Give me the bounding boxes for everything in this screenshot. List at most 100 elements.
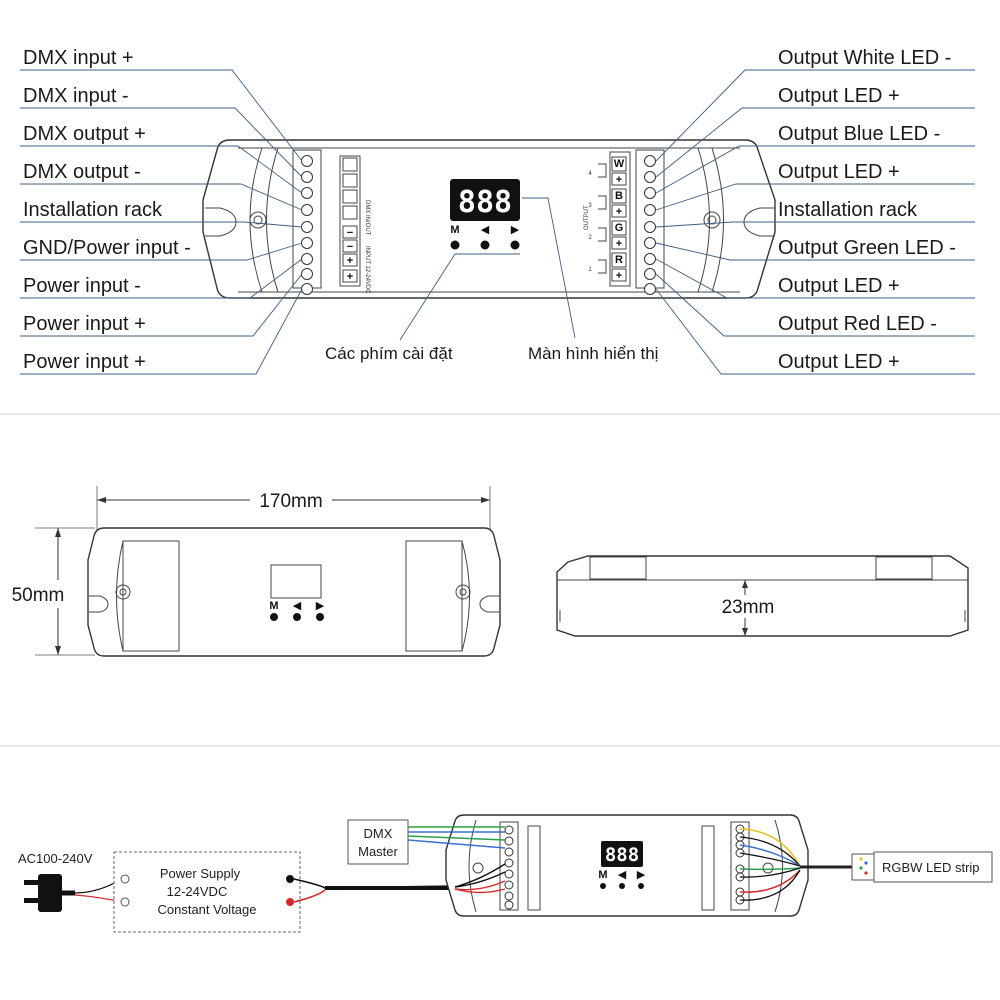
wiring-right-terminals xyxy=(735,824,745,905)
dmx-master-box: DMX Master xyxy=(347,819,409,865)
output-channel-number: 1 xyxy=(588,267,592,273)
wiring-left-terminal-hole xyxy=(504,880,514,890)
front-view-buttons: M ◀ ▶ xyxy=(269,600,325,621)
wiring-left-terminal-hole xyxy=(504,858,514,868)
output-channel-number: 4 xyxy=(588,171,592,177)
left-label-5: GND/Power input - xyxy=(23,237,191,259)
caption-setting-keys: Các phím cài đặt xyxy=(325,344,453,363)
left-terminal-hole xyxy=(301,283,313,295)
power-terminal-sign: − xyxy=(347,227,353,239)
wiring-left-terminal-hole xyxy=(504,825,514,835)
right-terminal-hole xyxy=(644,237,656,249)
left-label-1: DMX input - xyxy=(23,85,129,107)
output-channel-letter: R xyxy=(615,254,623,266)
output-led-bracket xyxy=(598,163,607,178)
power-supply-box: Power Supply 12-24VDC Constant Voltage xyxy=(113,851,301,933)
depth-dimension-label: 23mm xyxy=(722,597,775,618)
input-terminal-label: INPUT 12-24VDC xyxy=(364,246,370,294)
right-terminal-hole xyxy=(644,155,656,167)
output-terminal-slot xyxy=(611,268,627,282)
left-label-7: Power input + xyxy=(23,313,146,335)
power-terminal-slot xyxy=(342,239,358,253)
right-label-6: Output LED + xyxy=(778,275,900,297)
right-terminal-hole xyxy=(644,268,656,280)
power-terminal-sign: − xyxy=(347,241,353,253)
output-led-bracket xyxy=(598,227,607,242)
setting-button-1[interactable] xyxy=(480,240,490,250)
button-label-0: M xyxy=(450,224,459,236)
output-plus-sign: + xyxy=(616,238,622,250)
right-leader xyxy=(655,107,975,178)
button-label-0: M xyxy=(269,600,278,612)
right-label-1: Output LED + xyxy=(778,85,900,107)
display-digits: 888 xyxy=(458,185,512,220)
setting-button-2[interactable] xyxy=(638,883,644,889)
right-terminal-circles xyxy=(644,155,656,295)
dmx-terminal-label: DMX IN/OUT xyxy=(364,200,370,236)
right-leader xyxy=(655,221,975,228)
output-terminal-slot xyxy=(611,188,627,204)
right-leader xyxy=(655,242,975,261)
button-label-2: ▶ xyxy=(637,869,646,881)
display-leader xyxy=(522,197,576,339)
left-terminal-circles xyxy=(301,155,313,295)
right-label-7: Output Red LED - xyxy=(778,313,937,335)
right-terminal-hole xyxy=(644,187,656,199)
output-channel-letter: B xyxy=(615,190,623,202)
dmx-input-terminal-block: −−++ xyxy=(342,157,358,283)
right-label-3: Output LED + xyxy=(778,161,900,183)
output-plus-sign: + xyxy=(616,270,622,282)
output-terminal-slot xyxy=(611,252,627,268)
wiring-left-terminal-hole xyxy=(504,847,514,857)
output-terminal-slot xyxy=(611,156,627,172)
output-channel-letter: G xyxy=(615,222,624,234)
button-label-1: ◀ xyxy=(618,869,627,881)
left-labels: DMX input +DMX input -DMX output +DMX ou… xyxy=(23,47,191,373)
left-label-0: DMX input + xyxy=(23,47,134,69)
right-leader xyxy=(655,145,975,194)
setting-button-2[interactable] xyxy=(316,613,324,621)
height-dimension-label: 50mm xyxy=(12,585,65,606)
setting-button-0[interactable] xyxy=(270,613,278,621)
dmx-master-line-1: DMX xyxy=(364,826,393,841)
output-terminal-slot xyxy=(611,220,627,236)
dmx-terminal-slot xyxy=(342,157,358,172)
left-label-8: Power input + xyxy=(23,351,146,373)
output-terminal-slot xyxy=(611,236,627,250)
dmx-master-line-2: Master xyxy=(358,844,398,859)
power-terminal-slot xyxy=(342,225,358,239)
left-terminal-hole xyxy=(301,253,313,265)
output-terminal-slot xyxy=(611,172,627,186)
setting-button-0[interactable] xyxy=(600,883,606,889)
dimension-front-view: 170mm 50mm xyxy=(12,486,501,657)
wiring-left-terminal-hole xyxy=(504,900,514,910)
left-leader-lines xyxy=(20,69,303,375)
setting-button-1[interactable] xyxy=(619,883,625,889)
setting-button-2[interactable] xyxy=(510,240,520,250)
right-terminal-hole xyxy=(644,221,656,233)
setting-button-0[interactable] xyxy=(450,240,460,250)
left-terminal-hole xyxy=(301,221,313,233)
wiring-display-digits: 888 xyxy=(605,844,639,866)
right-terminal-hole xyxy=(644,283,656,295)
button-label-2: ▶ xyxy=(316,600,325,612)
output-terminal-label: OUTPUT xyxy=(584,205,590,230)
output-channel-number: 3 xyxy=(588,203,592,209)
left-terminal-hole xyxy=(301,155,313,167)
left-leader xyxy=(20,145,303,194)
right-leader xyxy=(655,288,975,375)
button-label-1: ◀ xyxy=(293,600,302,612)
left-leader xyxy=(20,107,303,178)
right-label-4: Installation rack xyxy=(778,199,918,221)
left-label-2: DMX output + xyxy=(23,123,146,145)
dmx-terminal-slot xyxy=(342,205,358,220)
right-leader xyxy=(655,69,975,162)
wiring-left-terminal-hole xyxy=(504,869,514,879)
setting-button-1[interactable] xyxy=(293,613,301,621)
right-terminal-hole xyxy=(644,253,656,265)
setting-buttons: M◀▶ xyxy=(450,224,520,250)
output-led-bracket xyxy=(598,195,607,210)
dmx-terminal-slot xyxy=(342,189,358,204)
